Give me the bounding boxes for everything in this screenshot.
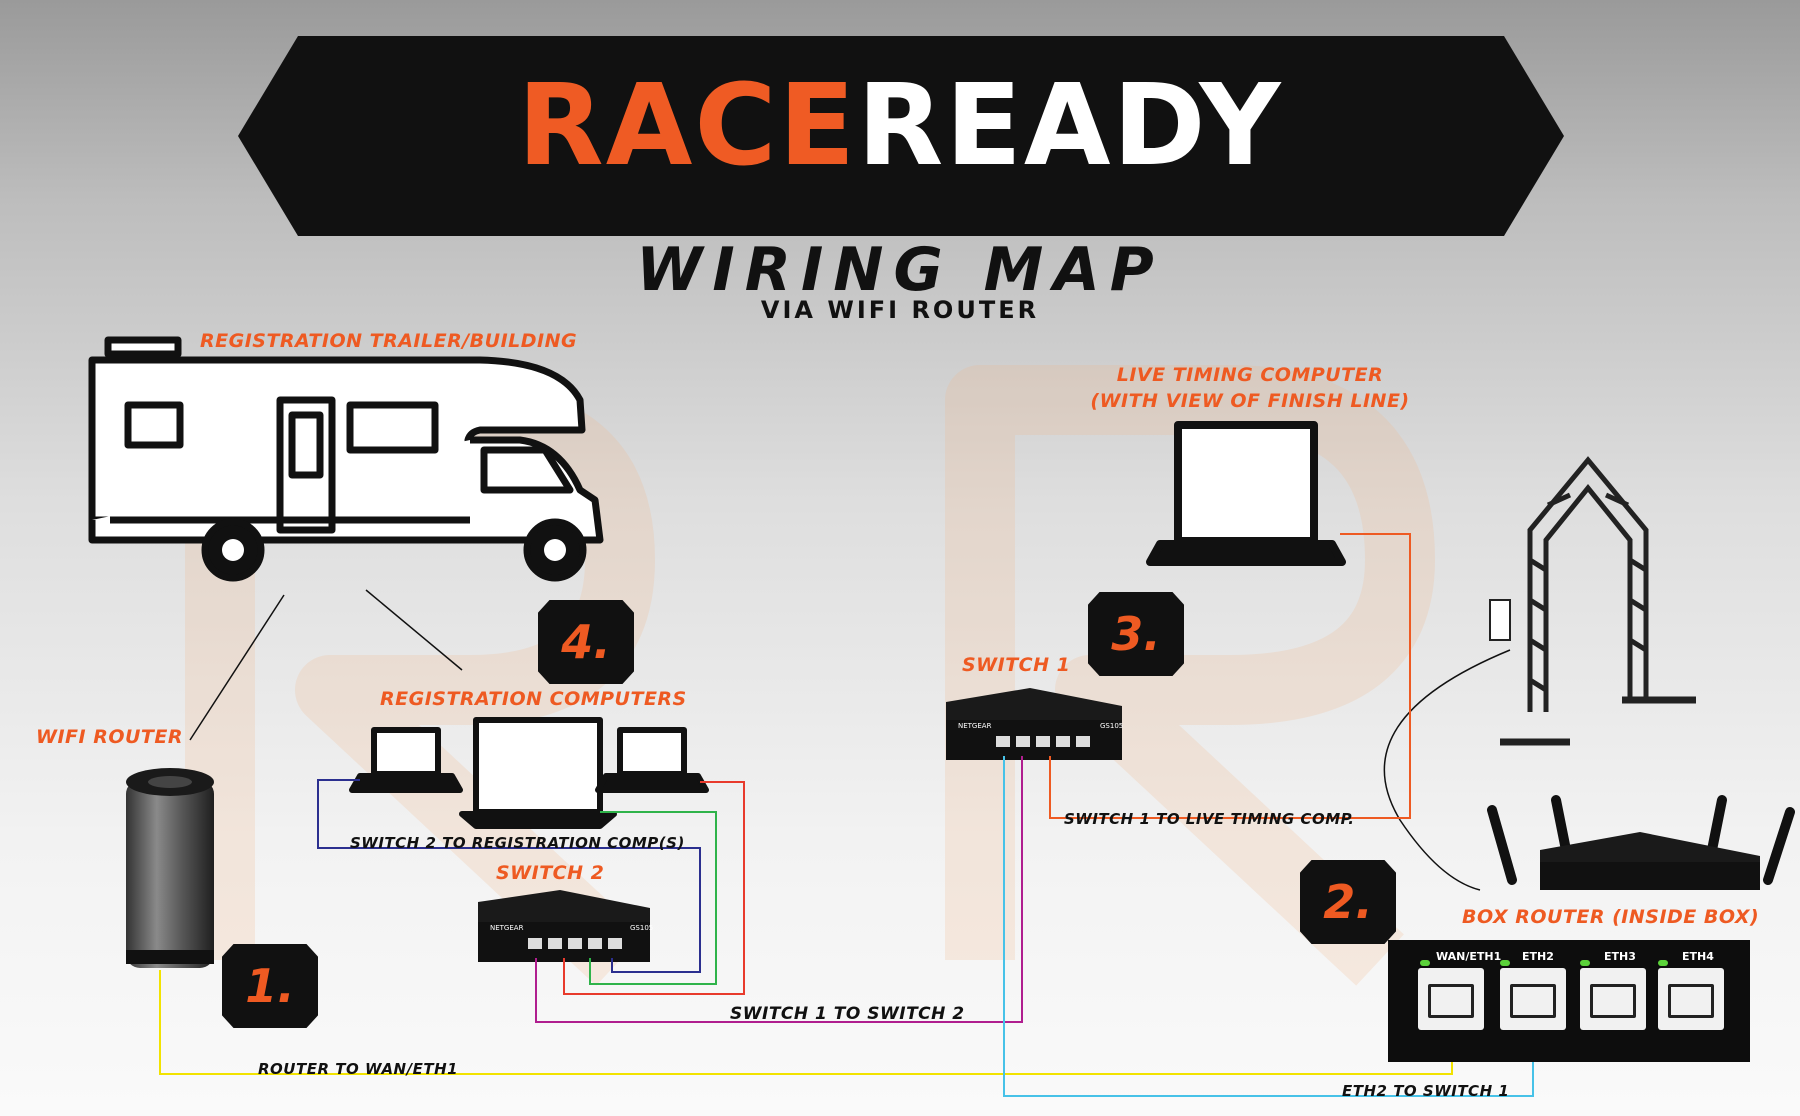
label-live-timing-computer: LIVE TIMING COMPUTER <box>1116 364 1384 386</box>
label-switch-1: SWITCH 1 <box>962 654 1071 676</box>
label-switch1-to-switch2: SWITCH 1 TO SWITCH 2 <box>730 1004 965 1024</box>
port-led <box>1420 960 1430 966</box>
label-router-to-wan: ROUTER TO WAN/ETH1 <box>258 1060 459 1078</box>
svg-text:GS105: GS105 <box>630 924 653 932</box>
logo-part-race: RACE <box>517 61 858 191</box>
step-4-badge: 4. <box>538 600 634 684</box>
port-eth3 <box>1580 968 1646 1030</box>
label-registration-trailer: REGISTRATION TRAILER/BUILDING <box>200 330 578 352</box>
trailer-to-router-line <box>189 594 285 741</box>
page-subtitle: VIA WIFI ROUTER <box>760 296 1040 324</box>
step-2-badge: 2. <box>1300 860 1396 944</box>
label-switch2-to-reg: SWITCH 2 TO REGISTRATION COMP(S) <box>350 834 685 852</box>
arch-cable <box>1383 649 1511 891</box>
port-label-eth4: ETH4 <box>1682 950 1714 963</box>
port-label-eth2: ETH2 <box>1522 950 1554 963</box>
switch-2-device-icon: NETGEAR GS105 <box>478 890 653 962</box>
label-box-router: BOX ROUTER (INSIDE BOX) <box>1462 906 1760 928</box>
race-ready-logo: RACEREADY <box>518 70 1283 182</box>
port-eth4 <box>1658 968 1724 1030</box>
label-switch1-to-live: SWITCH 1 TO LIVE TIMING COMP. <box>1064 810 1355 828</box>
svg-text:GS105: GS105 <box>1100 722 1123 730</box>
step-1-badge: 1. <box>222 944 318 1028</box>
registration-laptops-icon <box>349 717 709 829</box>
port-led <box>1580 960 1590 966</box>
label-switch-2: SWITCH 2 <box>496 862 605 884</box>
svg-text:NETGEAR: NETGEAR <box>958 722 992 730</box>
trailer-to-computers-line <box>365 589 463 671</box>
wire-magenta <box>535 756 1023 1023</box>
wire-green <box>589 811 717 985</box>
switch-1-device-icon: NETGEAR GS105 <box>946 688 1123 760</box>
port-eth2 <box>1500 968 1566 1030</box>
finish-arch-icon <box>1489 456 1696 746</box>
wire-orange <box>1049 533 1411 819</box>
live-timing-laptop-icon <box>1146 421 1346 566</box>
wire-red <box>563 781 745 995</box>
step-3-badge: 3. <box>1088 592 1184 676</box>
port-wan-eth1 <box>1418 968 1484 1030</box>
page-title: WIRING MAP <box>636 235 1164 305</box>
label-eth2-to-switch1: ETH2 TO SWITCH 1 <box>1342 1082 1510 1100</box>
rv-trailer-icon <box>88 336 604 582</box>
label-wifi-router: WIFI ROUTER <box>36 726 183 748</box>
box-router-device-icon <box>1487 795 1795 890</box>
port-led <box>1500 960 1510 966</box>
port-led <box>1658 960 1668 966</box>
svg-text:NETGEAR: NETGEAR <box>490 924 524 932</box>
label-registration-computers: REGISTRATION COMPUTERS <box>380 688 687 710</box>
port-label-wan-eth1: WAN/ETH1 <box>1436 950 1502 963</box>
logo-banner <box>238 36 1564 236</box>
wire-navy <box>317 779 701 973</box>
logo-part-ready: READY <box>857 61 1283 191</box>
label-live-timing-note: (WITH VIEW OF FINISH LINE) <box>1090 390 1410 412</box>
wifi-router-device-icon <box>126 768 214 968</box>
port-label-eth3: ETH3 <box>1604 950 1636 963</box>
